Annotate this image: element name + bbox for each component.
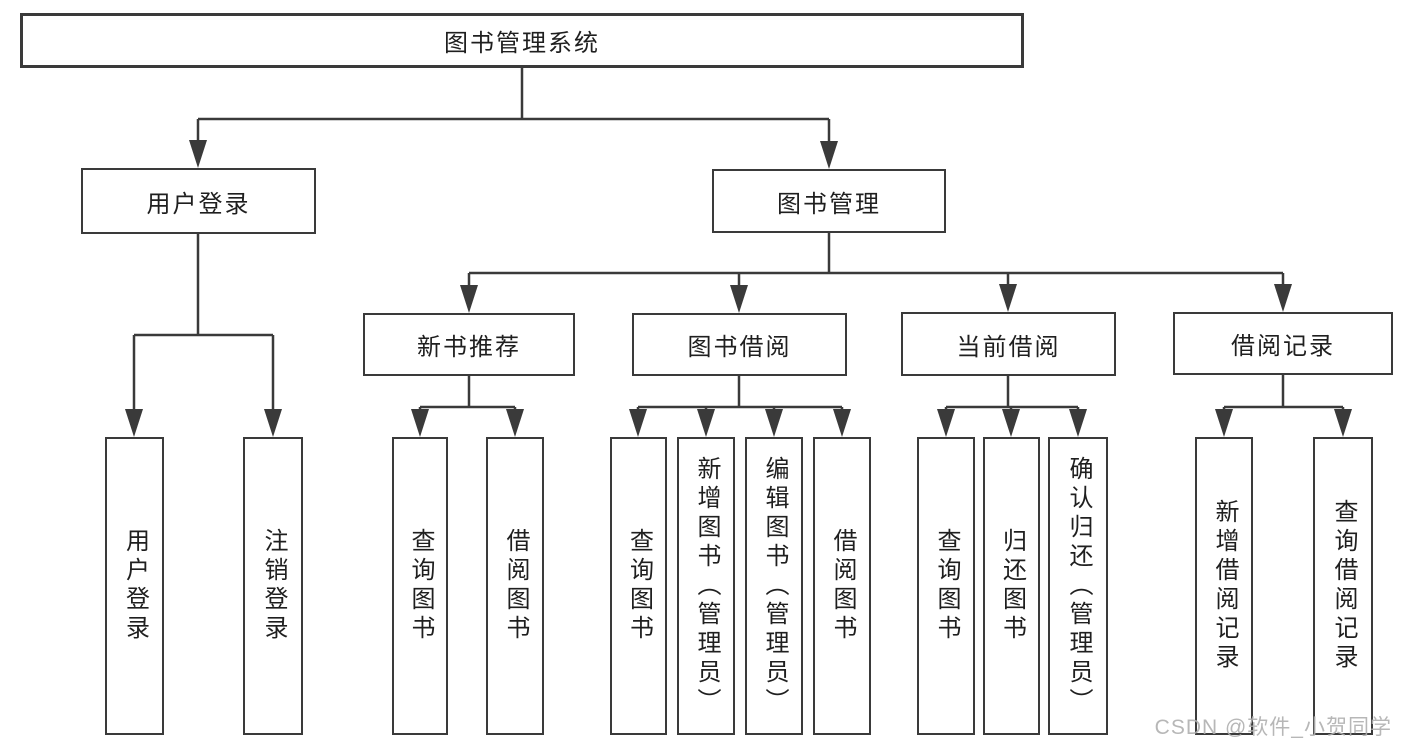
node-label-ul-logout: 注销登录 (260, 528, 287, 644)
node-label-new-book: 新书推荐 (417, 334, 521, 361)
arrow-down-icon (460, 285, 478, 313)
arrow-down-icon (697, 409, 715, 437)
arrow-down-icon (1274, 284, 1292, 312)
node-label-book-borrow: 图书借阅 (687, 334, 792, 361)
node-label-nb-query: 查询图书 (407, 528, 434, 644)
arrow-down-icon (189, 140, 207, 168)
node-bb-query: 查询图书 (610, 437, 667, 735)
arrow-down-icon (506, 409, 524, 437)
arrow-down-icon (1069, 409, 1087, 437)
arrow-down-icon (937, 409, 955, 437)
node-bb-borrow: 借阅图书 (813, 437, 871, 735)
node-label-borrow-record: 借阅记录 (1231, 333, 1335, 360)
node-book-borrow: 图书借阅 (632, 313, 847, 376)
connector-borrow-record-children (1222, 375, 1345, 413)
node-borrow-record: 借阅记录 (1173, 312, 1393, 375)
node-br-query: 查询借阅记录 (1313, 437, 1373, 735)
node-book-mgmt: 图书管理 (712, 169, 946, 233)
node-label-nb-borrow: 借阅图书 (502, 528, 529, 644)
arrow-down-icon (1002, 409, 1020, 437)
node-label-br-add: 新增借阅记录 (1211, 499, 1238, 673)
connector-book-mgmt-children (467, 233, 1285, 289)
node-root: 图书管理系统 (20, 13, 1024, 68)
node-cb-query: 查询图书 (917, 437, 975, 735)
node-label-current-borrow: 当前借阅 (956, 333, 1061, 361)
node-label-user-login: 用户登录 (146, 190, 251, 218)
arrow-down-icon (833, 409, 851, 437)
node-label-bb-borrow: 借阅图书 (829, 528, 856, 644)
node-new-book: 新书推荐 (363, 313, 575, 376)
node-label-book-mgmt: 图书管理 (777, 190, 881, 218)
node-nb-borrow: 借阅图书 (486, 437, 544, 735)
node-label-cb-query: 查询图书 (933, 528, 960, 644)
node-ul-logout: 注销登录 (243, 437, 303, 735)
node-cb-confirm: 确认归还（管理员） (1048, 437, 1108, 735)
node-label-bb-query: 查询图书 (625, 528, 653, 644)
node-current-borrow: 当前借阅 (901, 312, 1116, 376)
arrow-down-icon (765, 409, 783, 437)
arrow-down-icon (999, 284, 1017, 312)
node-label-bb-add: 新增图书（管理员） (693, 455, 720, 717)
node-bb-edit: 编辑图书（管理员） (745, 437, 803, 735)
node-bb-add: 新增图书（管理员） (677, 437, 735, 735)
node-ul-login: 用户登录 (105, 437, 164, 735)
node-cb-return: 归还图书 (983, 437, 1040, 735)
node-label-ul-login: 用户登录 (121, 528, 149, 644)
arrow-down-icon (411, 409, 429, 437)
arrow-down-icon (264, 409, 282, 437)
node-user-login: 用户登录 (81, 168, 316, 234)
arrow-down-icon (125, 409, 143, 437)
arrow-down-icon (730, 285, 748, 313)
node-label-br-query: 查询借阅记录 (1330, 499, 1357, 673)
arrow-down-icon (820, 141, 838, 169)
node-br-add: 新增借阅记录 (1195, 437, 1253, 735)
connector-new-book-children (418, 376, 517, 413)
arrow-down-icon (629, 409, 647, 437)
node-label-root: 图书管理系统 (444, 30, 600, 57)
node-label-bb-edit: 编辑图书（管理员） (761, 455, 788, 717)
connector-user-login-children (132, 234, 275, 413)
arrow-down-icon (1334, 409, 1352, 437)
arrow-down-icon (1215, 409, 1233, 437)
connector-root-children (196, 68, 831, 145)
node-label-cb-confirm: 确认归还（管理员） (1065, 455, 1092, 717)
node-nb-query: 查询图书 (392, 437, 448, 735)
node-label-cb-return: 归还图书 (998, 528, 1026, 644)
